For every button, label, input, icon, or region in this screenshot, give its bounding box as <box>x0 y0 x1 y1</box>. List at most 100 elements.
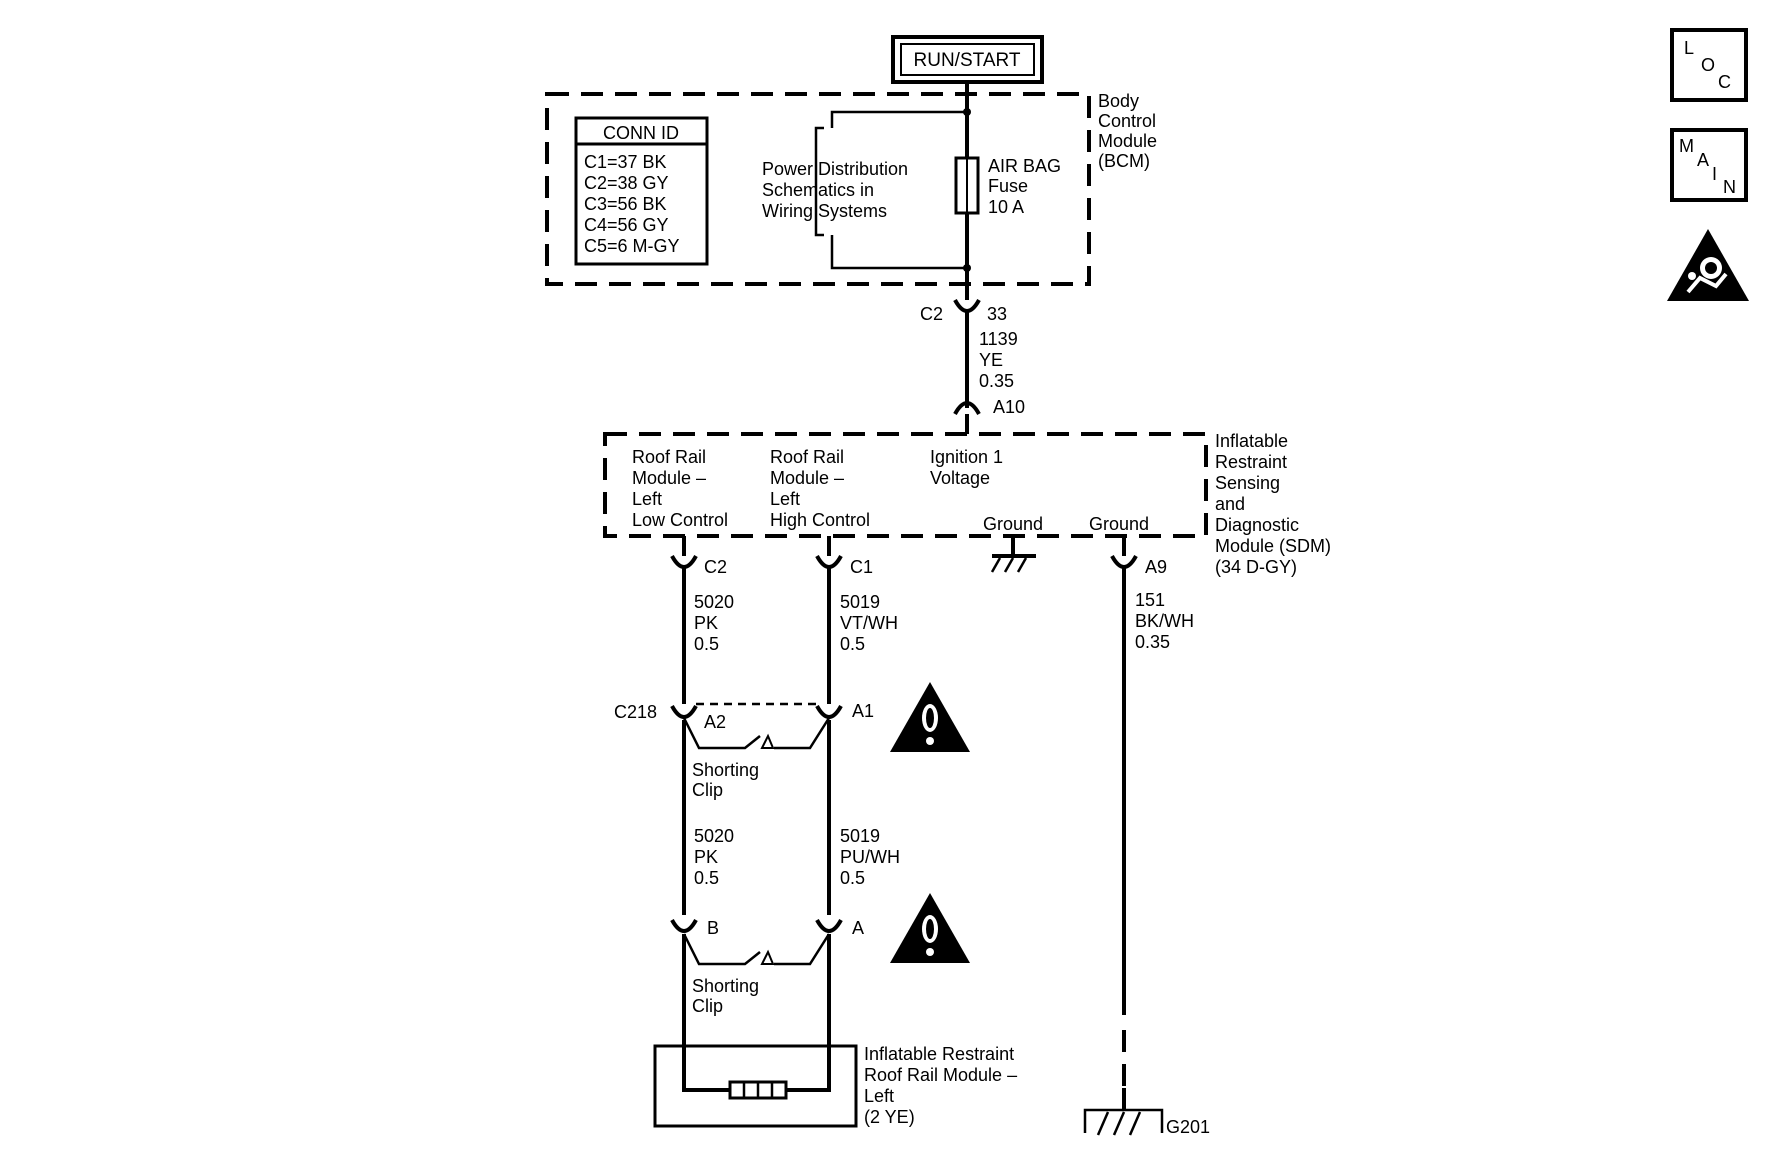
conn-id-title: CONN ID <box>603 123 679 143</box>
connector-sdm-c1 <box>815 554 843 569</box>
svg-text:VT/WH: VT/WH <box>840 613 898 633</box>
svg-text:Inflatable Restraint: Inflatable Restraint <box>864 1044 1014 1064</box>
svg-text:Clip: Clip <box>692 780 723 800</box>
svg-text:L: L <box>1684 38 1694 58</box>
wire-5019-lower-label: 5019 PU/WH 0.5 <box>840 826 900 888</box>
wire-5020-lower-label: 5020 PK 0.5 <box>694 826 734 888</box>
svg-text:Roof Rail: Roof Rail <box>770 447 844 467</box>
svg-text:Shorting: Shorting <box>692 976 759 996</box>
power-source-box: RUN/START <box>891 35 1044 84</box>
conn-id-row: C4=56 GY <box>584 215 669 235</box>
bcm-pin-label: 33 <box>987 304 1007 324</box>
connector-sdm-c2 <box>670 554 698 569</box>
svg-text:Module: Module <box>1098 131 1157 151</box>
svg-text:(2 YE): (2 YE) <box>864 1107 915 1127</box>
svg-text:1139: 1139 <box>979 329 1018 349</box>
svg-text:Inflatable: Inflatable <box>1215 431 1288 451</box>
svg-text:Diagnostic: Diagnostic <box>1215 515 1299 535</box>
svg-text:0.5: 0.5 <box>840 634 865 654</box>
wire-5019-upper-label: 5019 VT/WH 0.5 <box>840 592 898 654</box>
shorting-clip-module <box>682 933 831 966</box>
conn-id-row: C2=38 GY <box>584 173 669 193</box>
shorting-clip-c218 <box>682 717 831 750</box>
svg-text:Low Control: Low Control <box>632 510 728 530</box>
shorting-clip-c218-label: Shorting Clip <box>692 760 759 800</box>
svg-text:PK: PK <box>694 613 718 633</box>
power-distribution-label: Power Distribution <box>762 159 908 179</box>
svg-text:151: 151 <box>1135 590 1165 610</box>
conn-id-table: CONN ID C1=37 BK C2=38 GY C3=56 BK C4=56… <box>574 116 709 266</box>
svg-text:Roof Rail: Roof Rail <box>632 447 706 467</box>
internal-ground-icon <box>990 534 1036 573</box>
svg-text:Shorting: Shorting <box>692 760 759 780</box>
sdm-ignition-label: Ignition 1 Voltage <box>930 447 1003 488</box>
svg-text:A: A <box>1697 150 1709 170</box>
loc-button[interactable]: L O C <box>1670 28 1748 102</box>
svg-text:0.35: 0.35 <box>979 371 1014 391</box>
svg-text:Voltage: Voltage <box>930 468 990 488</box>
svg-text:AIR BAG: AIR BAG <box>988 156 1061 176</box>
svg-text:5020: 5020 <box>694 826 734 846</box>
connector-module-b <box>670 918 698 933</box>
sdm-label: Inflatable Restraint Sensing and Diagnos… <box>1215 431 1331 577</box>
wire-5020-upper-label: 5020 PK 0.5 <box>694 592 734 654</box>
svg-text:M: M <box>1679 136 1694 156</box>
wire-1139-label: 1139 YE 0.35 <box>979 329 1018 391</box>
connector-c218-a2 <box>670 704 698 719</box>
svg-text:Schematics in: Schematics in <box>762 180 874 200</box>
bcm-boundary <box>545 92 1091 286</box>
sdm-pin-high-label: C1 <box>850 557 873 577</box>
sdm-pin-ground-label: A9 <box>1145 557 1167 577</box>
roof-rail-module-box <box>653 1044 858 1128</box>
svg-text:Body: Body <box>1098 91 1139 111</box>
bcm-connector-label: C2 <box>920 304 943 324</box>
warning-icon <box>890 682 970 752</box>
sdm-pin-low-label: C2 <box>704 557 727 577</box>
roof-rail-module-label: Inflatable Restraint Roof Rail Module – … <box>864 1044 1017 1127</box>
sdm-ground-label-2: Ground <box>1089 514 1149 534</box>
svg-text:(34 D-GY): (34 D-GY) <box>1215 557 1297 577</box>
power-distribution-link[interactable]: Power Distribution Schematics in Wiring … <box>762 110 967 270</box>
shorting-clip-module-label: Shorting Clip <box>692 976 759 1016</box>
svg-text:0.35: 0.35 <box>1135 632 1170 652</box>
svg-text:10 A: 10 A <box>988 197 1024 217</box>
connector-module-a <box>815 918 843 933</box>
svg-text:O: O <box>1701 55 1715 75</box>
svg-text:Module –: Module – <box>632 468 706 488</box>
c218-pin-high-label: A1 <box>852 701 874 721</box>
svg-text:PU/WH: PU/WH <box>840 847 900 867</box>
module-pin-low-label: B <box>707 918 719 938</box>
svg-text:Left: Left <box>864 1086 894 1106</box>
svg-text:BK/WH: BK/WH <box>1135 611 1194 631</box>
svg-text:Ignition 1: Ignition 1 <box>930 447 1003 467</box>
svg-text:5019: 5019 <box>840 592 880 612</box>
ground-g201-icon <box>1083 1088 1164 1136</box>
power-source-label: RUN/START <box>914 50 1021 71</box>
svg-text:0.5: 0.5 <box>694 868 719 888</box>
sdm-boundary <box>603 432 1208 538</box>
ground-g201-label: G201 <box>1166 1117 1210 1137</box>
svg-text:Module (SDM): Module (SDM) <box>1215 536 1331 556</box>
main-button[interactable]: M A I N <box>1670 128 1748 202</box>
svg-text:0.5: 0.5 <box>694 634 719 654</box>
svg-text:5020: 5020 <box>694 592 734 612</box>
svg-text:5019: 5019 <box>840 826 880 846</box>
svg-text:Sensing: Sensing <box>1215 473 1280 493</box>
svg-text:and: and <box>1215 494 1245 514</box>
svg-text:Roof Rail Module –: Roof Rail Module – <box>864 1065 1017 1085</box>
airbag-warning-icon[interactable] <box>1667 229 1749 301</box>
svg-text:Left: Left <box>632 489 662 509</box>
connector-c2-33 <box>953 298 981 313</box>
svg-text:(BCM): (BCM) <box>1098 151 1150 171</box>
svg-text:0.5: 0.5 <box>840 868 865 888</box>
bcm-label: Body Control Module (BCM) <box>1098 91 1157 171</box>
warning-icon <box>890 893 970 963</box>
svg-text:C: C <box>1718 72 1731 92</box>
conn-id-row: C1=37 BK <box>584 152 667 172</box>
sdm-low-control-label: Roof Rail Module – Left Low Control <box>632 447 728 530</box>
sdm-high-control-label: Roof Rail Module – Left High Control <box>770 447 870 530</box>
module-pin-high-label: A <box>852 918 864 938</box>
connector-sdm-a9 <box>1110 554 1138 569</box>
svg-text:Clip: Clip <box>692 996 723 1016</box>
connector-c218-label: C218 <box>614 702 657 722</box>
